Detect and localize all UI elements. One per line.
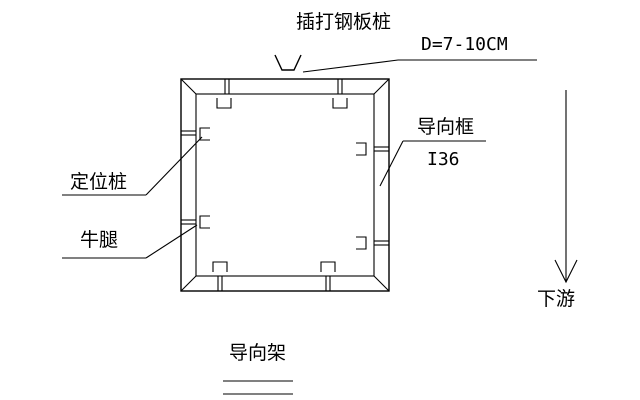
guide-frame-leader: [379, 140, 404, 187]
downstream-indicator: 下游: [537, 90, 578, 310]
downstream-arrow-head: [554, 259, 578, 284]
pile-marker-left-lower: [181, 215, 210, 229]
caption-label: 导向架: [229, 342, 286, 364]
pile-marker-right-upper: [356, 142, 389, 156]
section-label: I36: [427, 149, 460, 170]
bracket-annotation: 牛腿: [62, 224, 198, 259]
pile-marker-bottom-right: [320, 261, 336, 291]
bracket-leader: [145, 224, 198, 259]
bracket-label: 牛腿: [80, 229, 118, 251]
frame-pile-markers: [181, 79, 389, 291]
positioning-pile-label: 定位桩: [70, 171, 127, 193]
sheet-pile-label: 插打钢板桩: [296, 11, 391, 33]
pile-marker-right-lower: [356, 236, 389, 250]
downstream-label: 下游: [537, 288, 575, 310]
guide-frame-structure: [180, 78, 390, 292]
diagram-caption: 导向架: [223, 342, 293, 395]
sheet-pile-leader: [302, 59, 399, 73]
frame-inner-edge: [195, 93, 375, 277]
pile-marker-bottom-left: [212, 261, 228, 291]
guide-frame-label: 导向框: [417, 116, 474, 138]
frame-outer-edge: [180, 78, 390, 292]
frame-corner-br: [373, 275, 390, 292]
frame-corner-tr: [373, 78, 390, 95]
sheet-pile-symbol: [274, 54, 302, 71]
pile-marker-top-right: [332, 79, 348, 109]
positioning-pile-annotation: 定位桩: [62, 136, 203, 196]
spacing-label: D=7-10CM: [421, 34, 508, 55]
guide-frame-annotation: 导向框 I36: [379, 116, 486, 187]
sheet-pile-annotation: 插打钢板桩 D=7-10CM: [274, 11, 537, 73]
frame-corner-bl: [180, 275, 197, 292]
positioning-pile-leader: [145, 136, 203, 196]
frame-corner-tl: [180, 78, 197, 95]
pile-marker-left-upper: [181, 127, 210, 141]
pile-marker-top-left: [216, 79, 232, 109]
